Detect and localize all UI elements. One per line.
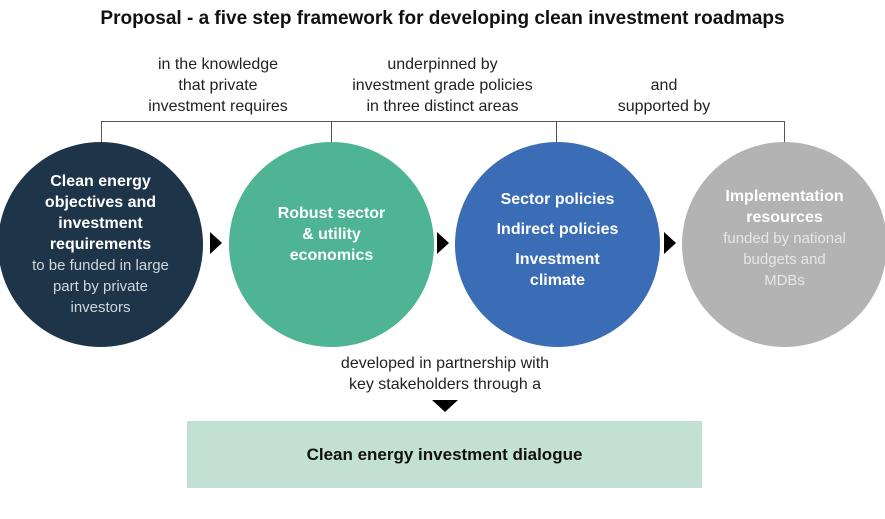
caption-supported: and supported by (584, 75, 744, 117)
circle-text: & utility (302, 226, 361, 243)
caption-knowledge: in the knowledge that private investment… (118, 54, 318, 117)
connector-vertical (331, 121, 332, 145)
arrow-right-icon (664, 232, 676, 254)
diagram-title: Proposal - a five step framework for dev… (100, 8, 785, 29)
circle-text: Clean energy (50, 173, 151, 190)
circle-text: to be funded in large (32, 257, 169, 274)
circle-text: Robust sector (277, 205, 386, 222)
circle-text: climate (529, 271, 586, 289)
circle-text: requirements (49, 236, 152, 253)
caption-line: investment grade policies (352, 77, 533, 94)
connector-horizontal (101, 121, 785, 122)
caption-line: underpinned by (387, 56, 498, 73)
caption-underpinned: underpinned by investment grade policies… (330, 54, 555, 117)
caption-line: developed in partnership with (340, 355, 550, 372)
caption-partnership: developed in partnership with key stakeh… (295, 353, 595, 395)
caption-line: investment requires (148, 98, 288, 115)
circle-text: Implementation (725, 188, 844, 205)
circle-text: funded by national (723, 230, 846, 247)
circle-text: resources (746, 209, 823, 226)
circle-text: budgets and (743, 251, 826, 268)
circle-text: economics (289, 247, 374, 264)
circle-resources: Implementation resources funded by natio… (682, 142, 885, 347)
caption-line: key stakeholders through a (348, 376, 542, 393)
circle-text: Indirect policies (496, 220, 619, 238)
circle-objectives: Clean energy objectives and investment r… (0, 142, 203, 347)
caption-line: supported by (617, 98, 711, 115)
connector-vertical (784, 121, 785, 145)
circle-policies: Sector policies Indirect policies Invest… (455, 142, 660, 347)
caption-line: and (650, 77, 678, 94)
circle-text: investors (70, 299, 131, 316)
connector-vertical (101, 121, 102, 145)
caption-line: in three distinct areas (366, 98, 519, 115)
arrow-right-icon (437, 232, 449, 254)
circle-text: investment (58, 215, 143, 232)
circle-text: MDBs (764, 272, 805, 289)
caption-line: that private (178, 77, 258, 94)
circle-text: objectives and (44, 194, 157, 211)
caption-line: in the knowledge (157, 56, 279, 73)
connector-vertical (556, 121, 557, 145)
circle-text: Sector policies (500, 190, 615, 208)
circle-sector-economics: Robust sector & utility economics (229, 142, 434, 347)
dialogue-box: Clean energy investment dialogue (187, 421, 702, 488)
arrow-down-icon (432, 400, 458, 412)
circle-text: part by private (52, 278, 149, 295)
circle-text: Investment (515, 250, 600, 268)
arrow-right-icon (210, 232, 222, 254)
